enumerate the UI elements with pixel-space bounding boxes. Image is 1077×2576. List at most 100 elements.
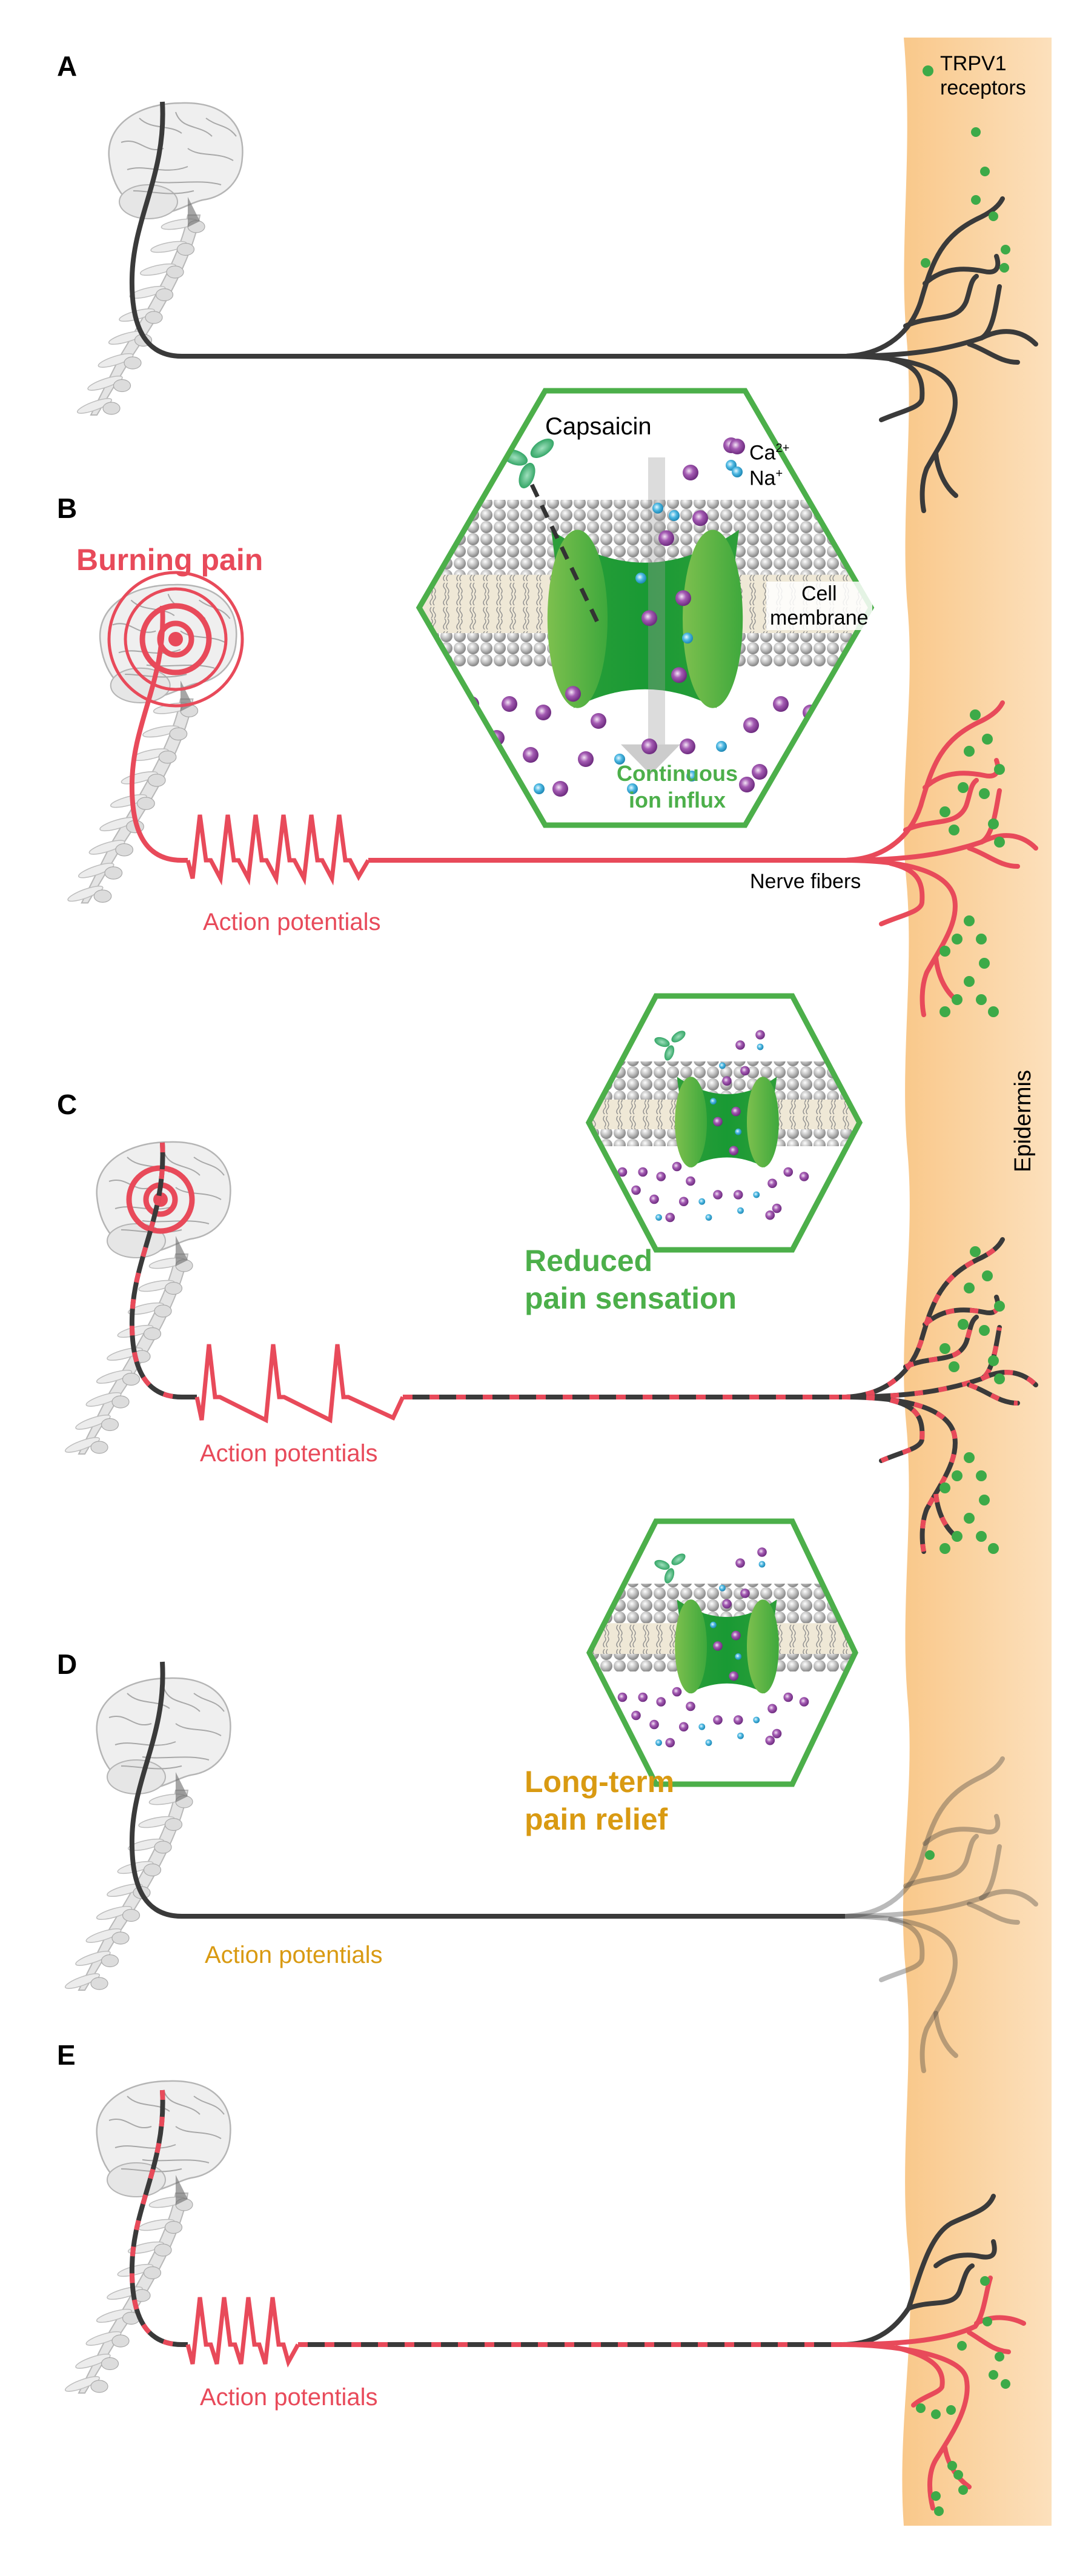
calcium-ion <box>671 667 687 683</box>
nerve-branch <box>933 2239 997 2268</box>
trpv1-receptor <box>994 837 1005 848</box>
trpv1-channel-icon <box>675 1077 779 1167</box>
trpv1-receptor <box>964 1452 975 1463</box>
trpv1-receptor <box>958 2485 968 2495</box>
sodium-ion <box>652 502 663 514</box>
trpv1-receptor <box>994 1373 1005 1384</box>
continuous-influx-line2: ion influx <box>629 788 726 812</box>
nerve-branch <box>903 778 979 832</box>
trpv1-legend-line1: TRPV1 <box>940 52 1007 75</box>
cerebellum <box>107 2162 166 2197</box>
trpv1-receptor <box>952 994 963 1005</box>
trpv1-receptor <box>988 818 999 829</box>
sodium-ion <box>698 1723 706 1730</box>
calcium-ion <box>743 717 759 733</box>
spine-icon <box>64 1790 193 1991</box>
brainstem <box>176 1772 188 1802</box>
trpv1-channel-icon <box>547 529 743 708</box>
legend-ca-charge: 2+ <box>775 442 790 455</box>
ion-channel-inset-c <box>585 993 863 1253</box>
calcium-ion <box>735 1040 745 1050</box>
panel-label-e: E <box>57 2039 76 2071</box>
receptors-a <box>921 127 1010 273</box>
pain-ring <box>139 603 212 676</box>
calcium-ion <box>649 1194 659 1204</box>
sodium-ion <box>719 1584 726 1592</box>
nerve-branch <box>879 1917 925 1982</box>
calcium-ion <box>731 1630 741 1641</box>
calcium-ion <box>767 1178 777 1189</box>
brain-icon <box>108 102 244 227</box>
calcium-ion <box>665 1212 675 1223</box>
reduced-pain-heading: Reduced pain sensation <box>525 1242 737 1317</box>
trpv1-receptor <box>988 1006 999 1017</box>
trpv1-receptor <box>979 1325 990 1336</box>
trpv1-receptor <box>983 2317 992 2326</box>
calcium-ion <box>665 1738 675 1748</box>
calcium-ion <box>767 1704 777 1714</box>
calcium-ion <box>686 1701 695 1711</box>
calcium-ion <box>552 781 568 797</box>
membrane-heads-outer <box>419 500 871 575</box>
nerve-branch <box>923 1814 1001 1846</box>
nerve-c <box>129 1142 845 1424</box>
nerve-branch <box>979 833 1038 851</box>
trpv1-receptor <box>1001 245 1010 254</box>
spine-icon <box>64 1253 193 1455</box>
nerve-a <box>129 101 845 359</box>
nerve-branch <box>967 342 1020 365</box>
nerve-branch-dashes <box>841 1238 1005 1399</box>
skin-branches-c <box>840 1237 1038 1554</box>
continuous-influx-label: Continuous ion influx <box>605 760 750 814</box>
trpv1-receptor <box>964 1283 975 1293</box>
calcium-ion <box>765 1210 775 1220</box>
spine-icon <box>76 214 205 416</box>
sodium-ion <box>698 1198 706 1205</box>
sodium-ion <box>753 1191 760 1198</box>
calcium-ion <box>649 1719 659 1730</box>
trpv1-receptor <box>931 2491 941 2501</box>
trpv1-receptor <box>979 1495 990 1505</box>
pain-ring <box>124 587 228 691</box>
nerve-branch <box>903 1315 979 1369</box>
cell-membrane-label: Cell membrane <box>766 582 872 630</box>
long-term-relief-heading: Long-term pain relief <box>525 1763 674 1838</box>
trpv1-receptor <box>939 1543 950 1554</box>
calcium-ion <box>713 1190 723 1200</box>
action-potential-spikes <box>194 1344 405 1424</box>
nerve-spinal-segment <box>129 101 182 359</box>
nerve-branch <box>879 357 925 422</box>
action-potential-spikes <box>185 2297 300 2368</box>
reduced-pain-line2: pain sensation <box>525 1281 737 1315</box>
calcium-ion <box>656 1697 666 1707</box>
hexagon-border <box>585 993 863 1253</box>
trpv1-receptor <box>971 195 981 205</box>
sodium-ion <box>705 1214 712 1221</box>
trpv1-receptor <box>952 934 963 944</box>
calcium-ion <box>502 696 517 712</box>
sodium-ion <box>719 1062 726 1069</box>
nerve-branch <box>840 1756 1005 1919</box>
nerve-branch-dashes <box>933 1493 958 1539</box>
trpv1-receptor <box>970 1246 981 1257</box>
nerve-branch <box>903 1834 979 1888</box>
skin-branches-a <box>840 196 1038 513</box>
trpv1-receptor <box>976 994 987 1005</box>
nerve-branch <box>840 1844 1002 1919</box>
sodium-ion <box>614 754 625 765</box>
trpv1-receptor <box>964 976 975 987</box>
spine-icon <box>64 2193 193 2394</box>
calcium-ion <box>578 751 594 767</box>
trpv1-receptor <box>946 2405 956 2415</box>
brainstem <box>176 1236 188 1266</box>
sodium-ion <box>758 1561 766 1568</box>
receptors-b <box>939 709 1005 1017</box>
panel-label-a: A <box>57 50 78 82</box>
calcium-ion <box>686 1176 695 1186</box>
sodium-ion <box>635 573 646 584</box>
epidermis-label: Epidermis <box>1010 1070 1036 1172</box>
capsaicin-molecules-icon <box>502 439 554 489</box>
trpv1-receptor <box>939 1482 950 1493</box>
calcium-ion <box>735 1558 745 1568</box>
